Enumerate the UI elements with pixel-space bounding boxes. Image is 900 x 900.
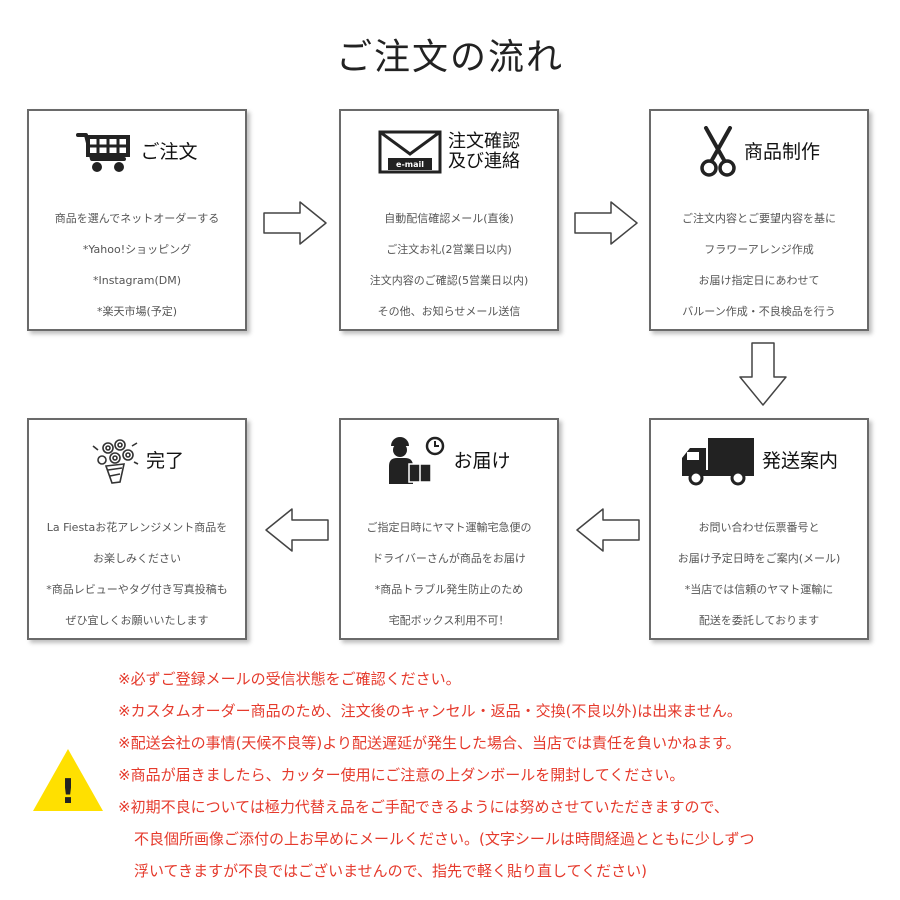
step-order: ご注文 商品を選んでネットオーダーする *Yahoo!ショッピング *Insta… [27, 109, 247, 331]
svg-text:e-mail: e-mail [396, 160, 424, 169]
step-title: 完了 [145, 449, 184, 472]
step-title: 発送案内 [761, 449, 838, 472]
step-shipping-notice: 発送案内 お問い合わせ伝票番号と お届け予定日時をご案内(メール) *当店では信… [649, 418, 869, 640]
step-line: お届け指定日にあわせて [698, 274, 820, 287]
note-line: ※初期不良については極力代替え品をご手配できるようには努めさせていただきますので… [118, 798, 729, 816]
step-line: *Yahoo!ショッピング [82, 243, 192, 256]
warning-triangle-icon: ! [33, 749, 103, 812]
flower-bouquet-icon [92, 439, 139, 484]
step-line: お楽しみください [93, 552, 181, 565]
step-delivery: お届け ご指定日時にヤマト運輸宅急便の ドライバーさんが商品をお届け *商品トラ… [339, 418, 559, 640]
step-title-line1: 注文確認 [448, 131, 520, 153]
delivery-truck-icon [681, 438, 754, 486]
step-line: その他、お知らせメール送信 [377, 305, 521, 318]
step-line: ご指定日時にヤマト運輸宅急便の [366, 521, 532, 534]
step-line: バルーン作成・不良検品を行う [682, 305, 836, 318]
step-complete: 完了 La Fiestaお花アレンジメント商品を お楽しみください *商品レビュ… [27, 418, 247, 640]
step-line: *当店では信頼のヤマト運輸に [684, 583, 834, 596]
arrow-left-icon [576, 508, 640, 552]
step-line: La Fiestaお花アレンジメント商品を [46, 521, 228, 534]
warning-triangle-shape [33, 749, 103, 811]
step-line: お届け予定日時をご案内(メール) [677, 552, 841, 565]
step-line: 注文内容のご確認(5営業日以内) [369, 274, 529, 287]
arrow-right-icon [574, 201, 638, 245]
shopping-cart-icon [76, 133, 131, 172]
arrow-left-icon [265, 508, 329, 552]
step-title: お届け [453, 449, 511, 472]
step-title-line2: 及び連絡 [448, 151, 520, 172]
delivery-person-icon [389, 436, 445, 484]
step-title: 注文確認 及び連絡 [448, 132, 520, 172]
step-line: ぜひ宜しくお願いいたします [65, 614, 209, 627]
scissors-icon [700, 126, 736, 177]
step-line: 商品を選んでネットオーダーする [54, 212, 220, 225]
step-confirm: e-mail 注文確認 及び連絡 自動配信確認メール(直後) ご注文お礼(2営業… [339, 109, 559, 331]
note-line: ※商品が届きましたら、カッター使用にご注意の上ダンボールを開封してください。 [118, 766, 685, 784]
arrow-down-icon [739, 342, 787, 406]
step-line: *Instagram(DM) [92, 274, 181, 287]
step-line: *楽天市場(予定) [96, 305, 178, 318]
step-title: 商品制作 [743, 140, 820, 163]
note-line: 浮いてきますが不良ではございませんので、指先で軽く貼り直してください) [134, 862, 648, 880]
step-line: 宅配ボックス利用不可！ [388, 614, 510, 627]
step-line: お問い合わせ伝票番号と [698, 521, 820, 534]
email-envelope-icon: e-mail [378, 130, 442, 174]
step-line: 配送を委託しております [698, 614, 820, 627]
step-line: *商品トラブル発生防止のため [374, 583, 524, 596]
note-line: ※カスタムオーダー商品のため、注文後のキャンセル・返品・交換(不良以外)は出来ま… [118, 702, 742, 720]
page-title: ご注文の流れ [335, 37, 564, 78]
arrow-right-icon [263, 201, 327, 245]
step-line: ドライバーさんが商品をお届け [372, 552, 526, 565]
warning-symbol: ! [60, 772, 76, 812]
step-line: ご注文お礼(2営業日以内) [386, 243, 512, 256]
note-line: ※配送会社の事情(天候不良等)より配送遅延が発生した場合、当店では責任を負いかね… [118, 734, 741, 752]
step-title: ご注文 [140, 140, 198, 163]
note-line: ※必ずご登録メールの受信状態をご確認ください。 [118, 670, 461, 688]
step-line: ご注文内容とご要望内容を基に [682, 212, 836, 225]
step-line: フラワーアレンジ作成 [704, 243, 814, 256]
notes-list: ※必ずご登録メールの受信状態をご確認ください。 ※カスタムオーダー商品のため、注… [118, 663, 755, 887]
step-line: 自動配信確認メール(直後) [384, 212, 514, 225]
note-line: 不良個所画像ご添付の上お早めにメールください。(文字シールは時間経過とともに少し… [134, 830, 755, 848]
step-line: *商品レビューやタグ付き写真投稿も [46, 583, 228, 596]
step-production: 商品制作 ご注文内容とご要望内容を基に フラワーアレンジ作成 お届け指定日にあわ… [649, 109, 869, 331]
